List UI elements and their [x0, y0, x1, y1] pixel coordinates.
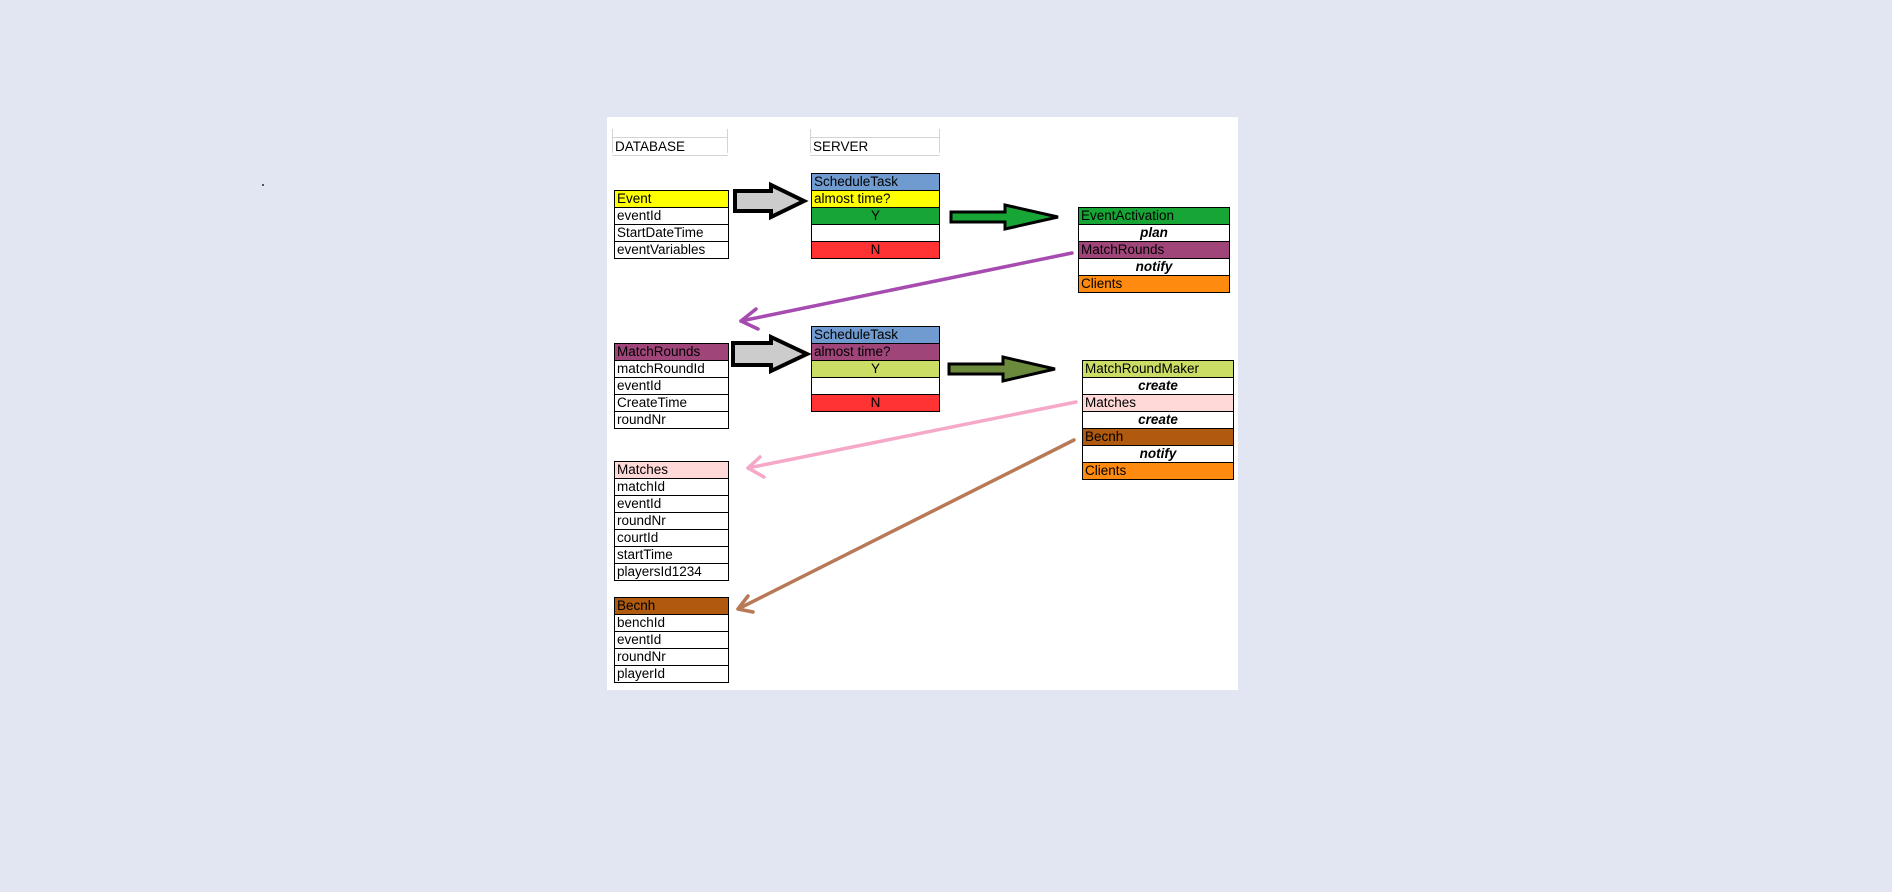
- matchround-maker-title: MatchRoundMaker: [1082, 360, 1234, 378]
- maker-target-matches: Matches: [1082, 394, 1234, 412]
- matches-field: courtId: [614, 529, 729, 547]
- maker-verb: notify: [1082, 445, 1234, 463]
- activation-verb: plan: [1078, 224, 1230, 242]
- matchrounds-table-title: MatchRounds: [614, 343, 729, 361]
- gridline: [810, 137, 940, 138]
- matchrounds-field: matchRoundId: [614, 360, 729, 378]
- matches-field: roundNr: [614, 512, 729, 530]
- schedule-task-question: almost time?: [811, 190, 940, 208]
- event-activation-title: EventActivation: [1078, 207, 1230, 225]
- matchrounds-field: roundNr: [614, 411, 729, 429]
- activation-verb: notify: [1078, 258, 1230, 276]
- bench-field: eventId: [614, 631, 729, 649]
- event-field: StartDateTime: [614, 224, 729, 242]
- event-field: eventVariables: [614, 241, 729, 259]
- gridline: [612, 137, 728, 138]
- matchrounds-field: CreateTime: [614, 394, 729, 412]
- matches-table-title: Matches: [614, 461, 729, 479]
- matchrounds-field: eventId: [614, 377, 729, 395]
- bench-field: roundNr: [614, 648, 729, 666]
- maker-verb: create: [1082, 377, 1234, 395]
- schedule-task-no: N: [811, 394, 940, 412]
- gridline: [939, 129, 940, 153]
- spreadsheet-area: DATABASE SERVER Event eventId StartDateT…: [607, 117, 1238, 690]
- bench-table-title: Becnh: [614, 597, 729, 615]
- matches-field: playersId1234: [614, 563, 729, 581]
- schedule-task-title: ScheduleTask: [811, 173, 940, 191]
- activation-target-clients: Clients: [1078, 275, 1230, 293]
- schedule-task-yes: Y: [811, 207, 940, 225]
- maker-target-bench: Becnh: [1082, 428, 1234, 446]
- schedule-task-title: ScheduleTask: [811, 326, 940, 344]
- matches-field: matchId: [614, 478, 729, 496]
- event-table-title: Event: [614, 190, 729, 208]
- database-header: DATABASE: [615, 139, 686, 154]
- gridline: [727, 129, 728, 153]
- maker-verb: create: [1082, 411, 1234, 429]
- gridline: [810, 129, 811, 153]
- gridline: [612, 155, 728, 156]
- schedule-task-no: N: [811, 241, 940, 259]
- schedule-task-yes: Y: [811, 360, 940, 378]
- schedule-task-blank: [811, 377, 940, 395]
- activation-target-matchrounds: MatchRounds: [1078, 241, 1230, 259]
- gridline: [810, 155, 940, 156]
- matches-field: startTime: [614, 546, 729, 564]
- gridline: [612, 129, 613, 153]
- bench-field: playerId: [614, 665, 729, 683]
- stray-dot: [262, 184, 264, 186]
- schedule-task-question: almost time?: [811, 343, 940, 361]
- matches-field: eventId: [614, 495, 729, 513]
- schedule-task-blank: [811, 224, 940, 242]
- server-header: SERVER: [813, 139, 869, 154]
- bench-field: benchId: [614, 614, 729, 632]
- maker-target-clients: Clients: [1082, 462, 1234, 480]
- event-field: eventId: [614, 207, 729, 225]
